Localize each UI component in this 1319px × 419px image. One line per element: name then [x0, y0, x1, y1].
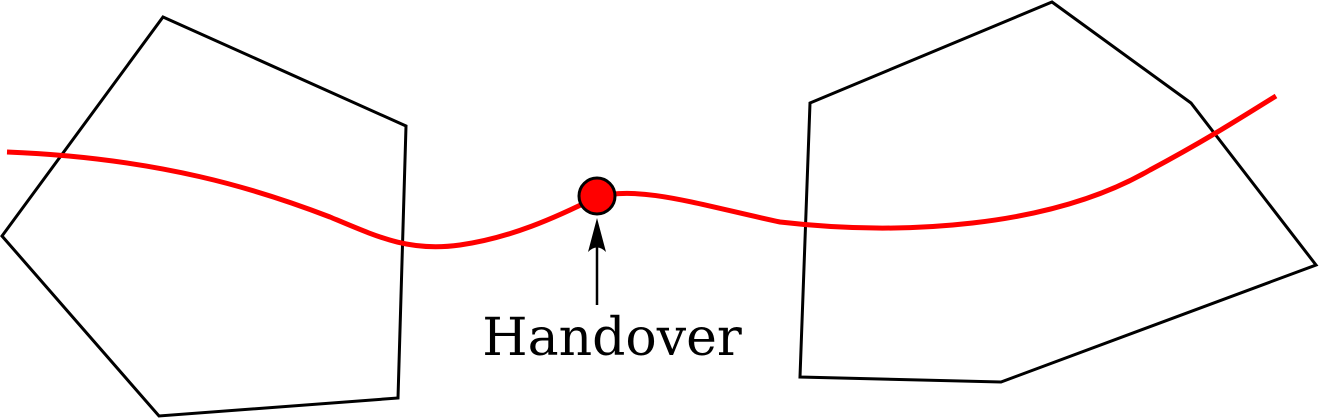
left-cell-region [0, 15, 408, 418]
trajectory-path [6, 93, 1278, 250]
handover-point [577, 176, 617, 216]
handover-arrow [588, 218, 606, 305]
handover-label: Handover [482, 308, 742, 368]
right-cell-region [798, 0, 1319, 384]
